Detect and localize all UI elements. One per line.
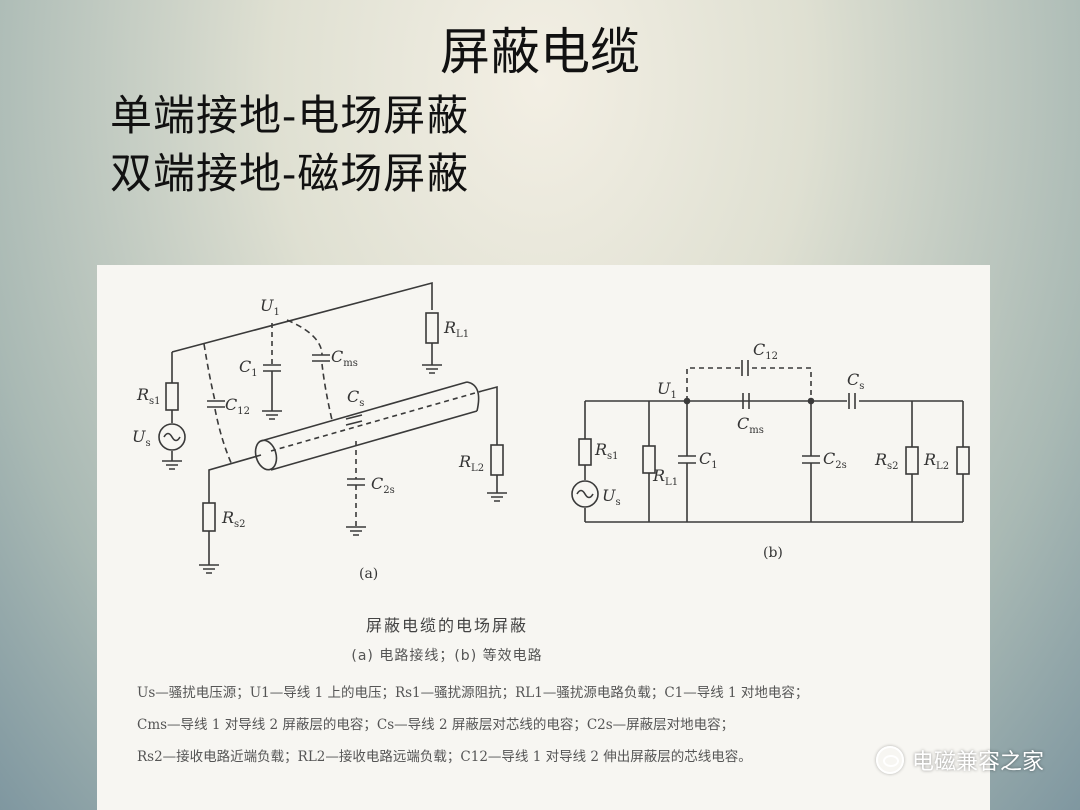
ground-symbol: [422, 364, 442, 374]
label-rl2-b: RL2: [923, 450, 949, 472]
circuit-a: [158, 281, 507, 574]
resistor-rs2-b: [905, 446, 919, 475]
cable-core: [270, 390, 483, 452]
labels-b: C12 U1 Cs Cms Rs1 RL1 C1 Us C2s Rs2 RL2 …: [594, 340, 949, 561]
ground-symbol: [162, 460, 182, 470]
resistor-rl2: [490, 444, 504, 476]
source-us-b: [571, 480, 599, 508]
label-rl1-a: RL1: [443, 318, 469, 340]
label-us-b: Us: [602, 486, 621, 508]
label-c12-b: C12: [753, 340, 778, 362]
subtitle-double-end-grounding: 双端接地-磁场屏蔽: [110, 149, 470, 198]
circuit-b: [571, 360, 970, 523]
label-cs-a: Cs: [347, 387, 364, 409]
label-u1-a: U1: [260, 296, 280, 318]
figure-caption-title: 屏蔽电缆的电场屏蔽: [365, 616, 528, 635]
core-right: [481, 385, 498, 445]
label-cms-a: Cms: [331, 347, 358, 369]
circuit-diagrams: U1 Rs1 Us C12 C1 Cms Cs C2s RL1 RL2 Rs2 …: [132, 281, 970, 582]
cable-end-left: [254, 439, 278, 471]
label-c1-b: C1: [699, 449, 718, 471]
capacitor-cms: [312, 354, 330, 362]
capacitor-c1: [263, 364, 281, 372]
label-a: (a): [359, 566, 378, 582]
cable-end-right: [466, 381, 480, 412]
capacitor-c1-b: [678, 455, 696, 464]
watermark: 电磁兼容之家: [875, 744, 1044, 776]
label-rl2-a: RL2: [458, 452, 484, 474]
resistor-rl2-b: [956, 446, 970, 475]
source-us-b-wave: [576, 489, 594, 499]
legend-line-2: Cms—导线 1 对导线 2 屏蔽层的电容；Cs—导线 2 屏蔽层对芯线的电容；…: [137, 717, 735, 733]
capacitor-cs: [345, 414, 363, 426]
legend-line-1: Us—骚扰电压源；U1—导线 1 上的电压；Rs1—骚扰源阻抗；RL1—骚扰源电…: [137, 685, 809, 701]
wire-cms: [286, 319, 333, 421]
label-c1-a: C1: [239, 357, 258, 379]
labels-a: U1 Rs1 Us C12 C1 Cms Cs C2s RL1 RL2 Rs2 …: [132, 296, 484, 582]
shielded-cable-figure: U1 Rs1 Us C12 C1 Cms Cs C2s RL1 RL2 Rs2 …: [97, 265, 990, 810]
label-b: (b): [763, 545, 783, 561]
source-us-wave: [163, 432, 181, 442]
watermark-text: 电磁兼容之家: [911, 750, 1044, 775]
resistor-rs1-b: [578, 438, 592, 466]
cable-shield: [260, 381, 478, 471]
label-cms-b: Cms: [737, 414, 764, 436]
wechat-icon: [875, 746, 904, 774]
wire-c12-b: [686, 367, 812, 401]
slide-title: 屏蔽电缆: [440, 23, 640, 81]
core-left: [208, 454, 262, 503]
wire-c12: [203, 343, 233, 466]
ground-symbol: [487, 492, 507, 502]
capacitor-c12: [207, 400, 225, 408]
ground-symbol: [199, 564, 219, 574]
label-rs1-b: Rs1: [594, 440, 619, 462]
source-us: [158, 423, 186, 451]
label-rs2-b: Rs2: [874, 450, 899, 472]
capacitor-c2s-b: [802, 455, 820, 464]
label-c12-a: C12: [225, 395, 250, 417]
label-u1-b: U1: [657, 379, 677, 401]
capacitor-cs-b: [848, 393, 856, 409]
resistor-rs1: [165, 382, 179, 411]
subtitle-single-end-grounding: 单端接地-电场屏蔽: [110, 91, 470, 140]
label-c2s-b: C2s: [823, 449, 847, 471]
ground-symbol: [346, 526, 366, 536]
capacitor-cms-b: [742, 393, 750, 409]
legend-line-3: Rs2—接收电路近端负载；RL2—接收电路远端负载；C12—导线 1 对导线 2…: [137, 749, 752, 765]
capacitor-c2s: [347, 478, 365, 486]
label-c2s-a: C2s: [371, 474, 395, 496]
label-rs1-a: Rs1: [136, 385, 161, 407]
label-rl1-b: RL1: [652, 466, 678, 488]
resistor-rs2: [202, 502, 216, 532]
label-cs-b: Cs: [847, 370, 864, 392]
label-us-a: Us: [132, 427, 151, 449]
figure-caption-subtitle: (a) 电路接线；(b) 等效电路: [351, 648, 543, 664]
label-rs2-a: Rs2: [221, 508, 246, 530]
resistor-rl1: [425, 312, 439, 344]
capacitor-c12-b: [741, 360, 749, 376]
ground-symbol: [262, 410, 282, 420]
resistor-rl1-b: [642, 445, 656, 474]
wire-1: [171, 281, 433, 353]
